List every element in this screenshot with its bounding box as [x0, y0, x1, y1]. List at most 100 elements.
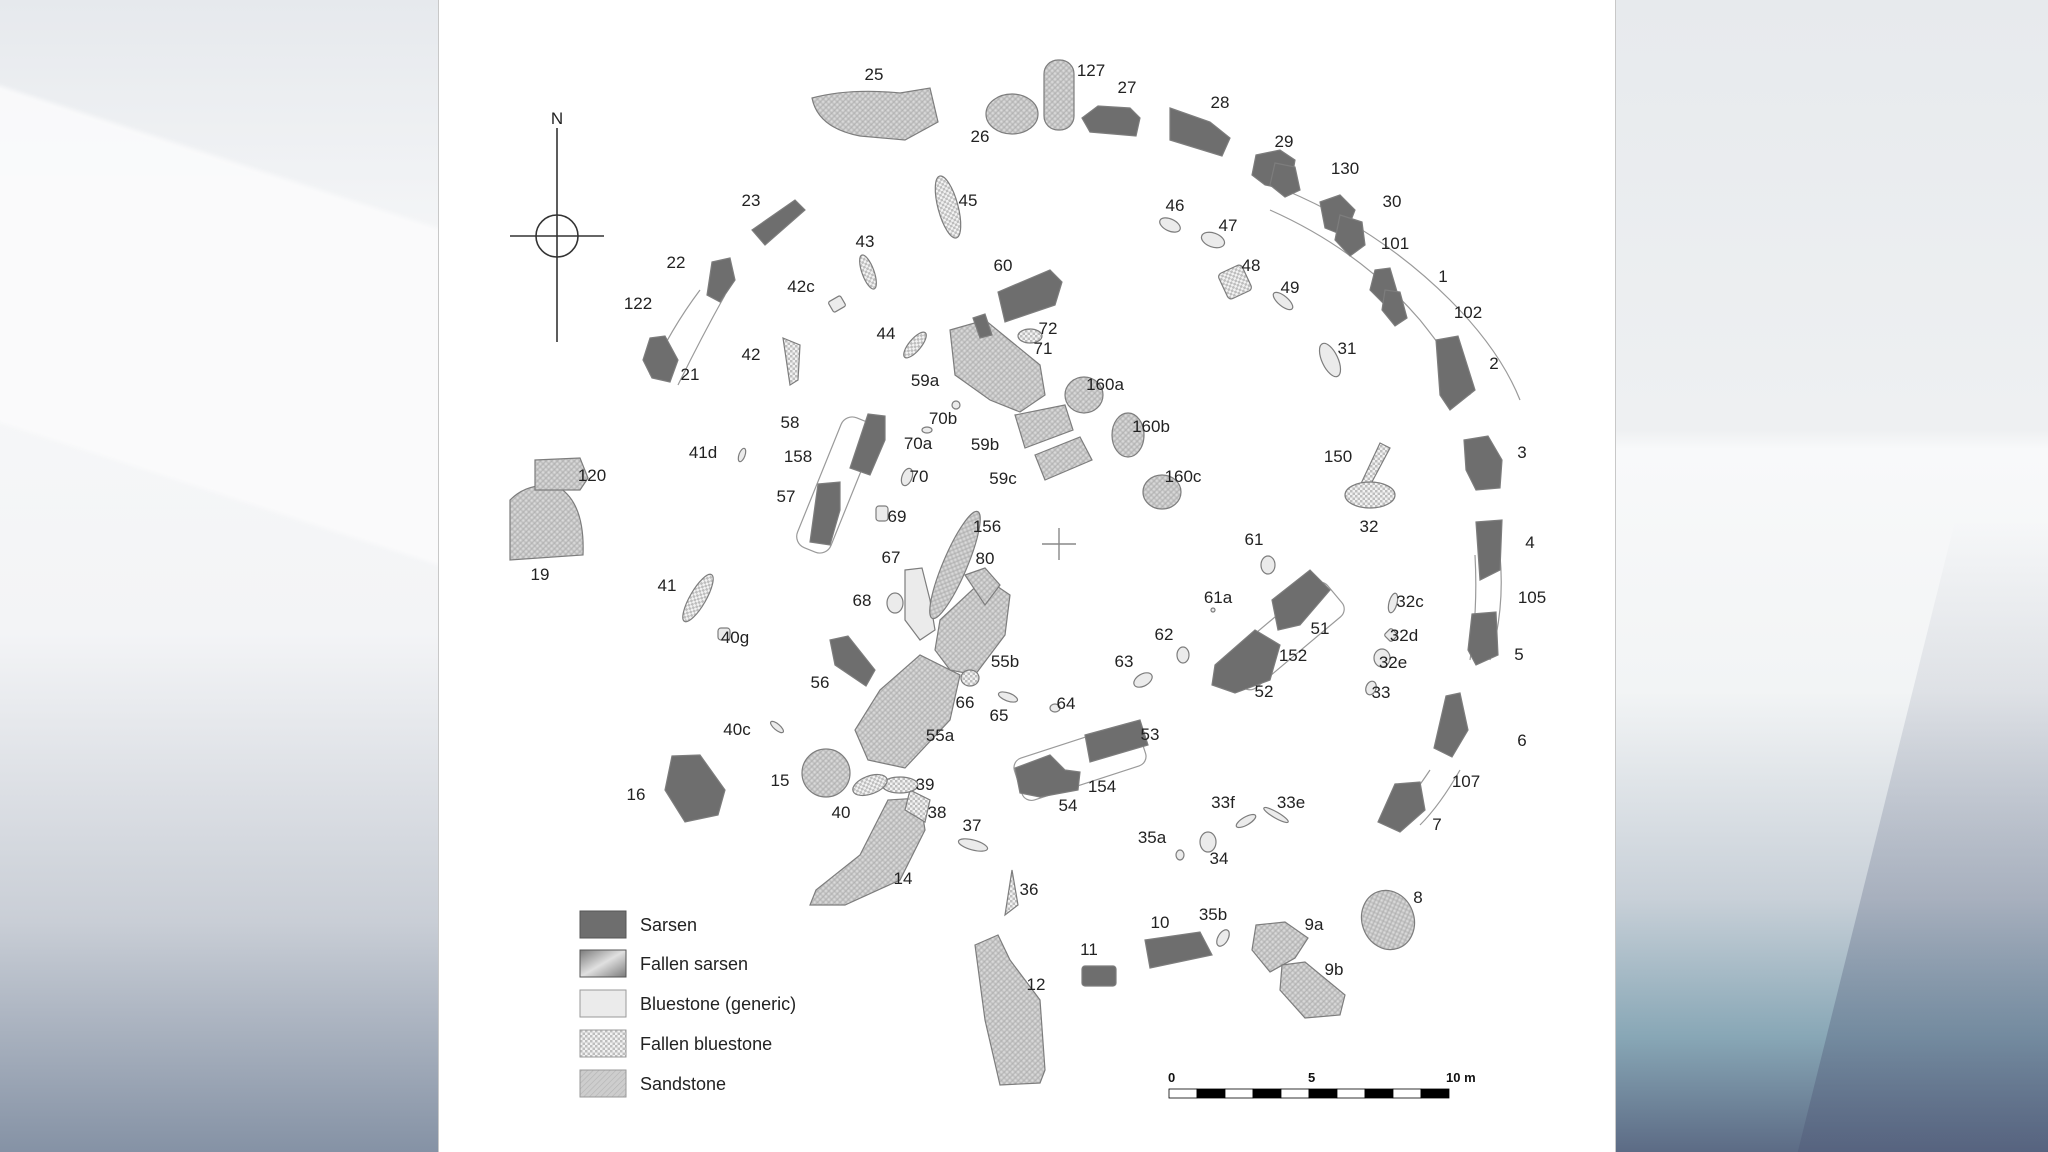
stone-11	[1081, 965, 1117, 987]
stone-65	[997, 691, 1019, 703]
stone-label-156: 156	[973, 517, 1001, 536]
stone-label-65: 65	[990, 706, 1009, 725]
stone-80	[964, 567, 1001, 607]
stone-label-43: 43	[856, 232, 875, 251]
stone-63	[1133, 672, 1153, 688]
svg-text:Bluestone (generic): Bluestone (generic)	[640, 994, 796, 1014]
stone-label-59a: 59a	[911, 371, 940, 390]
stone-40c	[769, 720, 785, 734]
stone-68	[886, 592, 904, 614]
stone-48	[1218, 264, 1252, 300]
centre-cross-icon	[1042, 528, 1076, 560]
stone-label-55a: 55a	[926, 726, 955, 745]
stone-71	[972, 313, 993, 339]
stone-160b	[1111, 412, 1145, 458]
stone-label-101: 101	[1381, 234, 1409, 253]
stone-label-47: 47	[1219, 216, 1238, 235]
legend-item-fallen-bluestone: Fallen bluestone	[579, 1029, 772, 1058]
scale-segment	[1308, 1088, 1338, 1099]
stone-label-6: 6	[1517, 731, 1526, 750]
stone-28	[1169, 107, 1231, 157]
stone-label-71: 71	[1034, 339, 1053, 358]
stone-label-42: 42	[742, 345, 761, 364]
stone-label-32c: 32c	[1396, 592, 1424, 611]
stone-label-33f: 33f	[1211, 793, 1235, 812]
stone-label-152: 152	[1279, 646, 1307, 665]
stone-label-52: 52	[1255, 682, 1274, 701]
stone-14	[809, 797, 926, 906]
stone-label-57: 57	[777, 487, 796, 506]
stone-label-22: 22	[667, 253, 686, 272]
stone-101	[1334, 214, 1366, 257]
map-panel	[438, 0, 1616, 1152]
stone-label-32d: 32d	[1390, 626, 1418, 645]
stone-67	[904, 567, 936, 641]
stone-label-150: 150	[1324, 447, 1352, 466]
stone-36	[1004, 869, 1019, 917]
stone-41d	[737, 447, 747, 463]
stone-label-59c: 59c	[989, 469, 1017, 488]
stone-label-127: 127	[1077, 61, 1105, 80]
stone-label-44: 44	[877, 324, 896, 343]
stone-label-105: 105	[1518, 588, 1546, 607]
stone-label-29: 29	[1275, 132, 1294, 151]
svg-text:Fallen sarsen: Fallen sarsen	[640, 954, 748, 974]
stone-12	[974, 934, 1046, 1086]
stone-label-53: 53	[1141, 725, 1160, 744]
stone-5	[1467, 611, 1499, 666]
stone-32	[1344, 481, 1396, 509]
stone-34	[1199, 831, 1217, 853]
stone-2	[1435, 335, 1476, 411]
stone-label-62: 62	[1155, 625, 1174, 644]
stone-label-154: 154	[1088, 777, 1116, 796]
stone-33f	[1235, 813, 1257, 829]
stone-35a	[1175, 849, 1185, 861]
stone-label-9b: 9b	[1325, 960, 1344, 979]
stone-41	[682, 573, 714, 623]
stone-label-69: 69	[888, 507, 907, 526]
scale-segment	[1224, 1088, 1254, 1099]
stone-47	[1200, 231, 1226, 249]
stones	[509, 59, 1503, 1086]
stone-label-27: 27	[1118, 78, 1137, 97]
stone-label-12: 12	[1027, 975, 1046, 994]
stone-9b	[1279, 961, 1346, 1019]
stone-label-120: 120	[578, 466, 606, 485]
stone-31	[1318, 342, 1342, 378]
svg-text:10 m: 10 m	[1446, 1070, 1476, 1085]
stone-69	[875, 505, 889, 522]
stone-label-25: 25	[865, 65, 884, 84]
stone-label-33e: 33e	[1277, 793, 1305, 812]
stone-160c	[1142, 474, 1182, 510]
stone-label-70b: 70b	[929, 409, 957, 428]
scale-segment	[1280, 1088, 1310, 1099]
stone-label-51: 51	[1311, 619, 1330, 638]
stone-label-4: 4	[1525, 533, 1534, 552]
stone-51	[1271, 569, 1331, 631]
stone-10	[1144, 931, 1213, 969]
stone-72	[1017, 328, 1043, 344]
stone-label-32: 32	[1360, 517, 1379, 536]
stone-57	[809, 481, 841, 546]
stone-38	[904, 789, 931, 823]
scale-segment	[1420, 1088, 1450, 1099]
stone-60	[997, 269, 1063, 323]
stone-7	[1377, 781, 1426, 833]
legend-item-sarsen: Sarsen	[579, 910, 697, 939]
stone-66	[960, 669, 980, 687]
stone-label-66: 66	[956, 693, 975, 712]
stone-label-40: 40	[832, 803, 851, 822]
stone-4	[1475, 519, 1503, 581]
stone-label-61: 61	[1245, 530, 1264, 549]
stone-15	[801, 748, 851, 798]
stone-labels: 252612727282913030101110223410556107789a…	[531, 61, 1547, 994]
stone-26	[985, 93, 1039, 135]
stone-label-32e: 32e	[1379, 653, 1407, 672]
stone-70a	[921, 426, 933, 434]
background-left	[0, 0, 438, 1152]
stone-32c	[1387, 592, 1399, 614]
stone-label-122: 122	[624, 294, 652, 313]
stone-label-68: 68	[853, 591, 872, 610]
stone-58	[849, 413, 886, 476]
